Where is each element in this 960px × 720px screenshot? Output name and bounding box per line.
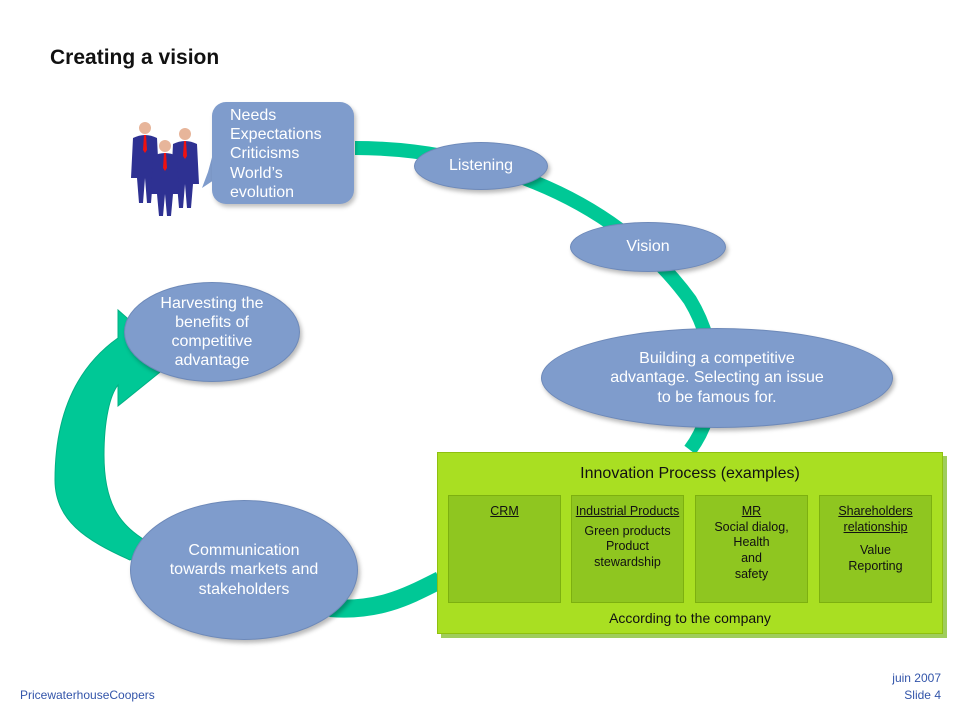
column-heading: Industrial Products [575,504,680,518]
arrow-segment-bottom [329,571,445,618]
footer-slide-number: Slide 4 [904,688,941,702]
slide-title: Creating a vision [50,46,220,69]
communication-ellipse: Communication towards markets and stakeh… [130,500,358,640]
innovation-column-industrial: Industrial Products Green products Produ… [571,495,684,603]
innovation-column-mr: MR Social dialog, Health and safety [695,495,808,603]
vision-label: Vision [626,238,670,256]
building-label: Building a competitive advantage. Select… [610,350,824,406]
bubble-line: evolution [230,183,295,201]
arrow-left-curve [54,308,176,561]
vision-ellipse: Vision [570,222,726,272]
bubble-line: World’s [230,164,283,182]
listening-ellipse: Listening [414,142,548,190]
harvesting-ellipse: Harvesting the benefits of competitive a… [124,282,300,382]
column-line: Reporting [848,558,903,573]
needs-bubble: Needs Expectations Criticisms World’s ev… [212,102,354,204]
footer-date: juin 2007 [892,671,941,685]
innovation-column-shareholders: Shareholders relationship Value Reportin… [819,495,932,603]
column-line: Health [733,535,770,550]
column-line: Value [859,543,892,558]
column-line: Green products [584,523,671,538]
bubble-tail [202,150,214,188]
column-line: safety [734,566,769,581]
bubble-line: Needs [230,107,277,124]
column-line: Social dialog, [714,519,789,534]
innovation-column-crm: CRM [448,495,561,603]
column-heading: Shareholders relationship [838,504,913,534]
listening-label: Listening [448,157,514,175]
column-line: Product stewardship [594,539,661,569]
footer-company: PricewaterhouseCoopers [20,688,155,702]
column-heading: MR [741,504,762,518]
innovation-title: Innovation Process (examples) [580,465,800,482]
column-heading: CRM [490,504,519,518]
column-line: and [741,550,762,565]
innovation-footer: According to the company [609,610,771,626]
bubble-line: Criticisms [230,145,300,163]
bubble-line: Expectations [230,126,322,144]
communication-label: Communication towards markets and stakeh… [169,542,319,598]
building-ellipse: Building a competitive advantage. Select… [541,328,893,428]
harvesting-label: Harvesting the benefits of competitive a… [160,294,264,370]
business-people-icon [131,122,199,216]
innovation-process-box: Innovation Process (examples) CRM Indust… [437,452,943,634]
